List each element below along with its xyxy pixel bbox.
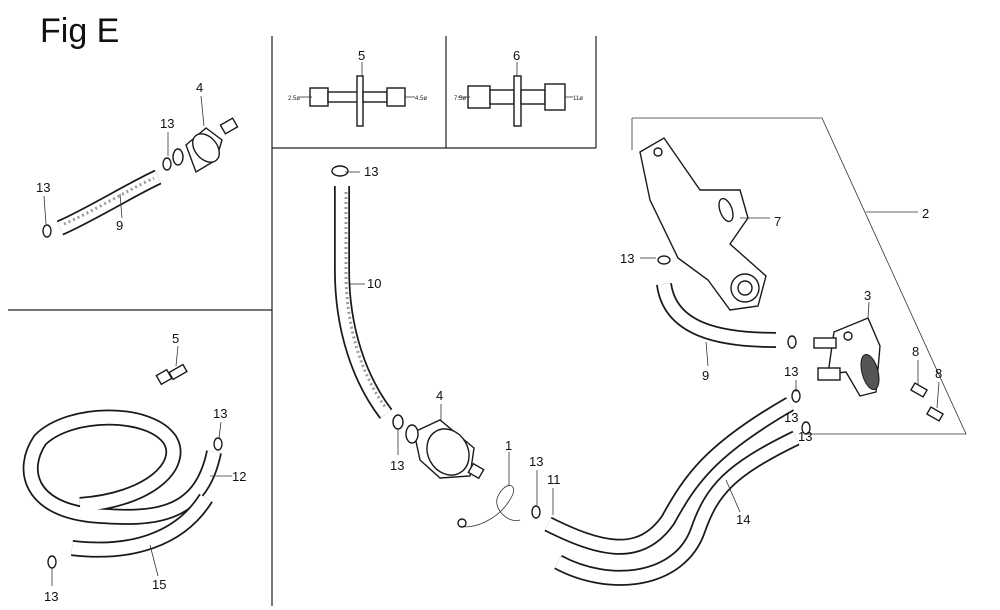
filter-outlet-nipple [219,117,239,135]
bolt-8-b [925,406,945,422]
fuel-cock-lever [860,353,880,391]
leader-9-left [119,193,123,219]
callout-13-j: 13 [784,410,798,425]
callout-15: 15 [152,577,166,592]
callout-13-a: 13 [160,116,174,131]
fitting-5-flange [356,75,364,127]
callout-9-right: 9 [702,368,709,383]
fuel-cock-inlet [813,337,837,349]
leader-14 [725,479,741,513]
hose-clamp-10-bottom [392,414,404,430]
callout-9-left: 9 [116,218,123,233]
hose-clamp-15-end [47,555,57,569]
wire-clip-1 [459,485,521,528]
callout-13-k: 13 [798,429,812,444]
fitting-6-flange [513,75,522,127]
callout-4-main: 4 [436,388,443,403]
leader-4-left [200,95,205,127]
callout-13-d: 13 [44,589,58,604]
callout-13-e: 13 [364,164,378,179]
fitting-5-end-right [386,87,406,107]
callout-1: 1 [505,438,512,453]
callout-6-top: 6 [513,48,520,63]
callout-14: 14 [736,512,750,527]
figure-title: Fig E [40,12,120,50]
callout-13-f: 13 [390,458,404,473]
callout-8-b: 8 [935,366,942,381]
hose-clamp-9-cock [787,335,797,349]
callout-7: 7 [774,214,781,229]
filter-main-outlet [467,462,485,480]
dim-5-right: 4.5ø [415,96,427,102]
fitting-6-inset [458,62,573,127]
callout-13-i: 13 [784,364,798,379]
callout-3: 3 [864,288,871,303]
fitting-6-end-left [467,85,491,109]
callout-13-h: 13 [620,251,634,266]
fuel-cock-outlet [817,367,841,381]
dim-6-left: 7.5ø [454,96,466,102]
hose-clamp-left-end [42,224,52,238]
hose-clamp-filter-end [162,157,172,171]
callout-labels: 4 13 13 9 5 6 5 13 12 15 13 13 10 4 13 1… [36,48,942,604]
dimension-notes: 2.5ø 4.5ø 7.5ø 11ø [288,96,583,102]
fuel-hose-14-assembly [544,389,811,586]
dim-6-right: 11ø [573,96,583,102]
hose-clamp-10-top [331,165,349,177]
hose-clamp-12-end [213,437,223,451]
callout-13-c: 13 [213,406,227,421]
callout-10: 10 [367,276,381,291]
callout-12: 12 [232,469,246,484]
callout-13-g: 13 [529,454,543,469]
hose-clamp-11 [531,505,541,519]
tank-bracket-7 [639,137,767,311]
leader-13-left [43,195,47,225]
hose-coil-assembly [22,345,232,586]
fuel-cock-assembly [631,117,967,435]
filter-inlet-ring [172,148,184,166]
panel-dividers [8,36,597,606]
fitting-5-end-left [309,87,329,107]
hose-clamp-9-right [657,255,671,265]
callout-4-left: 4 [196,80,203,95]
callout-13-b: 13 [36,180,50,195]
assembly-2-boundary [632,117,967,435]
callout-11: 11 [547,472,561,487]
callout-5-top: 5 [358,48,365,63]
callout-8-a: 8 [912,344,919,359]
callout-2: 2 [922,206,929,221]
dim-5-left: 2.5ø [288,96,300,102]
bolt-8-a [909,382,929,398]
fuel-line-main [331,165,554,528]
callout-5-left: 5 [172,331,179,346]
fitting-5-inset [300,62,415,127]
fuel-filter-assembly-left [42,95,239,238]
fitting-6-end-right [544,83,566,111]
